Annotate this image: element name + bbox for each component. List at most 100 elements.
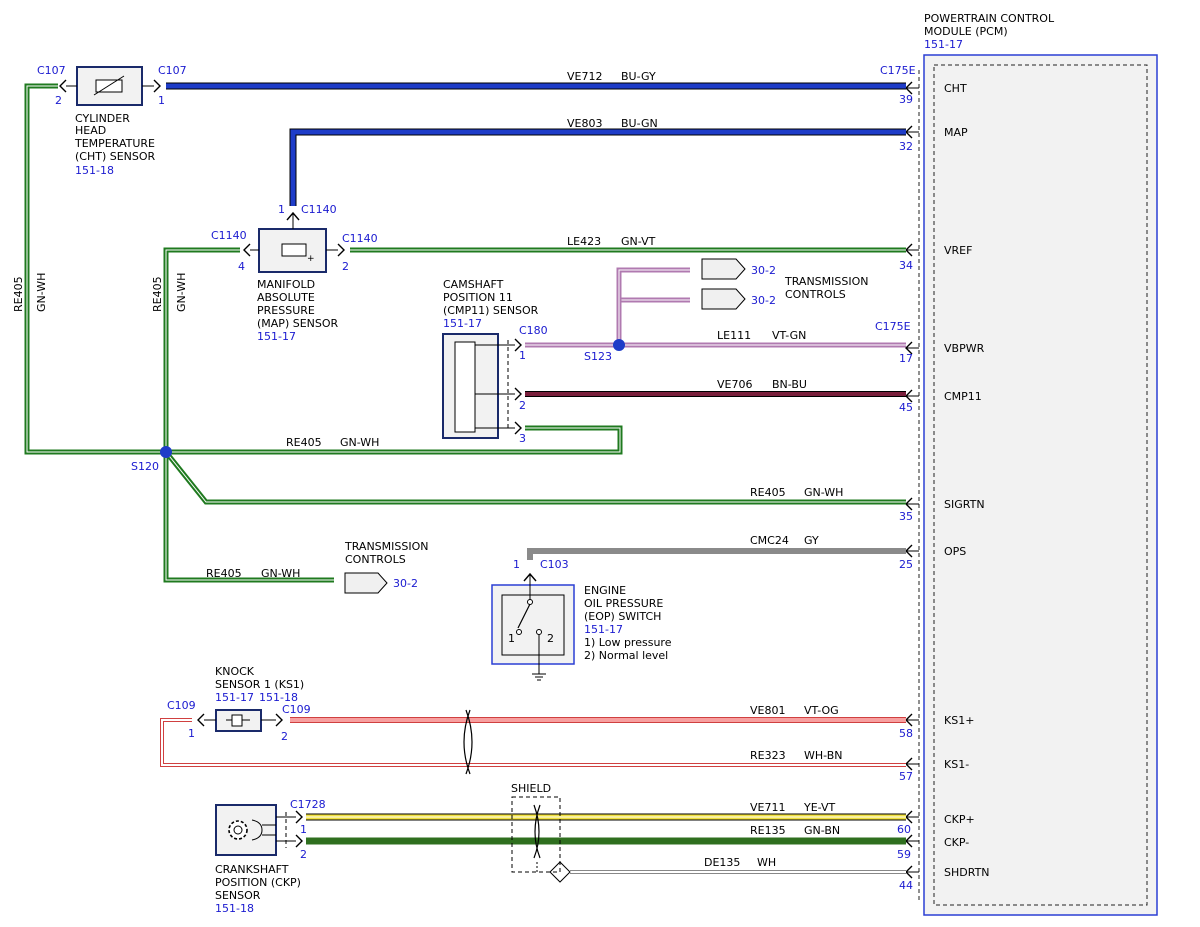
- wire-ks-pos: VE801 VT-OG: [290, 704, 906, 723]
- wire-sigrtn: RE405 GN-WH: [164, 450, 906, 505]
- wire-re405-trans: RE405 GN-WH: [163, 452, 334, 583]
- wire-ops-circuit: CMC24: [750, 534, 789, 547]
- map-conn-left: C1140: [211, 229, 247, 242]
- trans-ref-c: 30-2: [393, 577, 418, 590]
- map-label-3: PRESSURE: [257, 304, 315, 317]
- wire-cmp: VE706 BN-BU: [525, 378, 906, 397]
- eop-ref: 151-17: [584, 623, 623, 636]
- wire-ckp-neg: RE135 GN-BN: [306, 824, 906, 845]
- ckp-pin-2: 2: [300, 848, 307, 861]
- cmp-sensor: C180 1 2 3 CAMSHAFT POSITION 11 (CMP11) …: [442, 278, 548, 445]
- pin-num-ckppos: 60: [897, 823, 911, 836]
- pin-label-vbpwr: VBPWR: [944, 342, 985, 355]
- splice-s123-label: S123: [584, 350, 612, 363]
- wire-trans-color: GN-WH: [261, 567, 300, 580]
- wire-shield: DE135 WH: [536, 856, 906, 883]
- wire-cmp-color: BN-BU: [772, 378, 807, 391]
- pin-label-vref: VREF: [944, 244, 972, 257]
- ks-label-2: SENSOR 1 (KS1): [215, 678, 304, 691]
- pcm-pin-map: MAP 32: [899, 125, 968, 153]
- pin-label-map: MAP: [944, 126, 968, 139]
- map-label-1: MANIFOLD: [257, 278, 315, 291]
- ks-label-1: KNOCK: [215, 665, 255, 678]
- wire-shield-circuit: DE135: [704, 856, 740, 869]
- pcm-connector-mid: C175E: [875, 320, 911, 333]
- trans-arrow-c: [344, 572, 388, 594]
- wire-map-color: BU-GN: [621, 117, 658, 130]
- pcm-outline: [923, 54, 1158, 916]
- pcm-pin-ckpneg: CKP-59: [897, 834, 969, 861]
- pcm-pin-vbpwr: VBPWR 17: [899, 341, 985, 365]
- cht-pin-right: 1: [158, 94, 165, 107]
- pcm-title-1: POWERTRAIN CONTROL: [924, 12, 1055, 25]
- pin-num-vbpwr: 17: [899, 352, 913, 365]
- pin-num-map: 32: [899, 140, 913, 153]
- pin-label-sigrtn: SIGRTN: [944, 498, 985, 511]
- map-pin-top: 1: [278, 203, 285, 216]
- cmp-conn: C180: [519, 324, 548, 337]
- wire-ckp-pos-color: YE-VT: [803, 801, 836, 814]
- wire-cht: VE712 BU-GY: [166, 70, 906, 90]
- wire-re405-left: RE405 GN-WH: [12, 83, 166, 455]
- wire-ks-neg: RE323 WH-BN: [160, 718, 906, 767]
- pcm-pin-ks1neg: KS1-57: [899, 757, 969, 783]
- ckp-label-1: CRANKSHAFT: [215, 863, 289, 876]
- cmp-pin-1: 1: [519, 349, 526, 362]
- cht-conn-right: C107: [158, 64, 187, 77]
- map-pin-left: 4: [238, 260, 245, 273]
- wire-ks-pos-color: VT-OG: [804, 704, 839, 717]
- wire-cht-circuit: VE712: [567, 70, 602, 83]
- cht-pin-left: 2: [55, 94, 62, 107]
- map-conn-right: C1140: [342, 232, 378, 245]
- splice-s120: S120: [131, 446, 172, 473]
- cmp-label-1: CAMSHAFT: [443, 278, 504, 291]
- eop-sw1: 1: [508, 632, 515, 645]
- trans-ref-b: 30-2: [751, 294, 776, 307]
- map-ref: 151-17: [257, 330, 296, 343]
- wire-vbpwr-color: VT-GN: [772, 329, 806, 342]
- gear-icon: [228, 819, 276, 841]
- cht-label-2: HEAD: [75, 124, 106, 137]
- cht-ref: 151-18: [75, 164, 114, 177]
- pin-num-ks1pos: 58: [899, 727, 913, 740]
- cmp-pin-3: 3: [519, 432, 526, 445]
- cht-label-3: TEMPERATURE: [74, 137, 155, 150]
- pin-label-ks1pos: KS1+: [944, 714, 974, 727]
- wire-re405-mid: RE405 GN-WH: [151, 247, 240, 452]
- piezo-icon: [231, 714, 243, 727]
- cht-sensor: C107 C107 2 1 CYLINDER HEAD TEMPERATURE …: [37, 64, 187, 177]
- eop-switch: 1 2 1 C103 ENGINE OIL PRESSURE (EOP) SWI…: [491, 558, 672, 681]
- eop-pin: 1: [513, 558, 520, 571]
- wire-left-color: GN-WH: [35, 273, 48, 312]
- trans-lower-label-1: TRANSMISSION: [344, 540, 428, 553]
- trans-lower-label-2: CONTROLS: [345, 553, 406, 566]
- splice-s120-label: S120: [131, 460, 159, 473]
- trans-ref-a: 30-2: [751, 264, 776, 277]
- wire-vbpwr: LE111 VT-GN: [525, 267, 906, 348]
- map-label-2: ABSOLUTE: [257, 291, 315, 304]
- map-pin-right: 2: [342, 260, 349, 273]
- wire-shield-color: WH: [757, 856, 776, 869]
- ckp-ref: 151-18: [215, 902, 254, 915]
- trans-arrow-a: [701, 258, 746, 280]
- ks-pin-left: 1: [188, 727, 195, 740]
- wire-vref-color: GN-VT: [621, 235, 656, 248]
- wire-vref: LE423 GN-VT: [350, 235, 906, 253]
- wire-re405-cmp: RE405 GN-WH: [166, 425, 623, 455]
- shield-label: SHIELD: [511, 782, 551, 795]
- map-conn-top: C1140: [301, 203, 337, 216]
- wire-ks-neg-circuit: RE323: [750, 749, 786, 762]
- pcm-inner-dashed: [933, 64, 1148, 906]
- eop-label-1: ENGINE: [584, 584, 626, 597]
- map-label-4: (MAP) SENSOR: [257, 317, 339, 330]
- wire-ckp-pos: VE711 YE-VT: [306, 801, 906, 821]
- pin-num-shdrtn: 44: [899, 879, 913, 892]
- pin-label-cht: CHT: [944, 82, 967, 95]
- wire-re405-cmp-circuit: RE405: [286, 436, 322, 449]
- map-sensor: + C1140 1 C1140 4 C1140 2 MANIFOLD ABSOL…: [211, 203, 378, 343]
- ckp-pin-1: 1: [300, 823, 307, 836]
- cht-label-4: (CHT) SENSOR: [75, 150, 156, 163]
